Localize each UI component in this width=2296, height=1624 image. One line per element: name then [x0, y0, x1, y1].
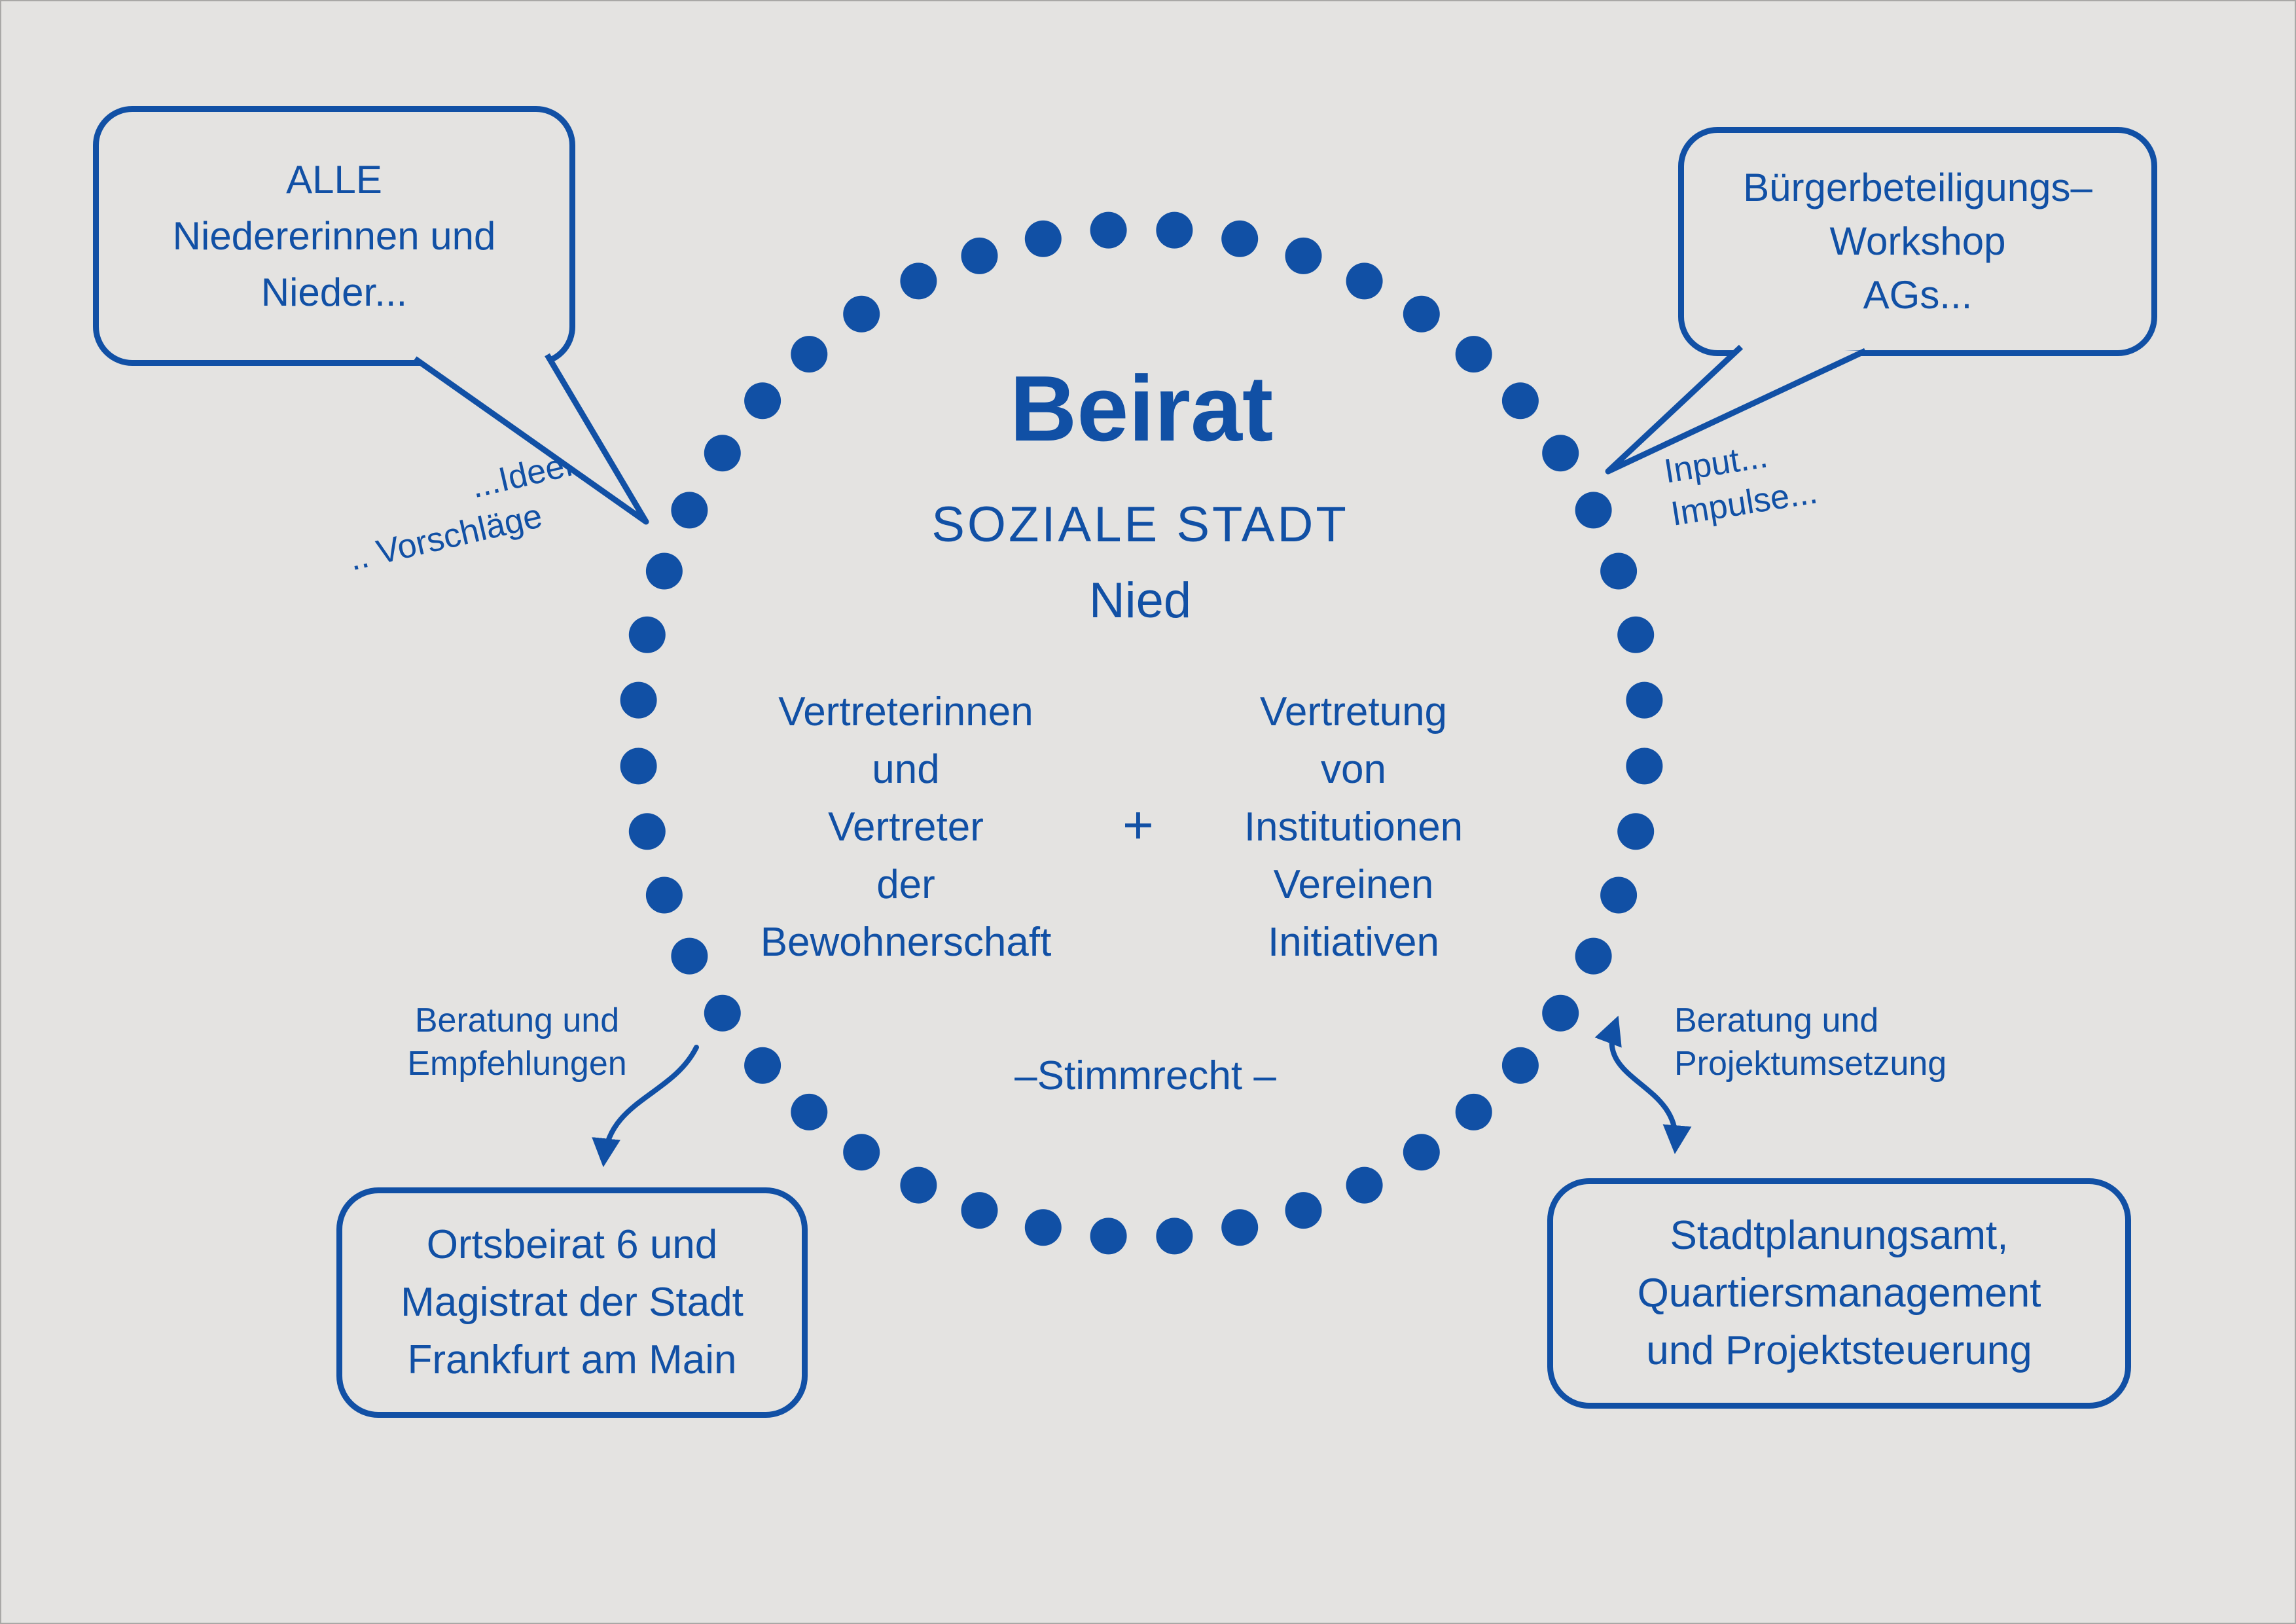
callout-line: und Projektsteuerung	[1646, 1328, 2032, 1373]
input-flow-label: Input... Impulse...	[1661, 427, 1820, 536]
callout-ortsbeirat-magistrat: Ortsbeirat 6 und Magistrat der Stadt Fra…	[336, 1187, 808, 1418]
ring-dot	[1575, 492, 1612, 529]
ring-dot	[671, 937, 708, 975]
ring-dot	[961, 237, 998, 274]
callout-line: Magistrat der Stadt	[401, 1280, 744, 1325]
diagram-title: Beirat	[1009, 357, 1274, 461]
callout-line: Stadtplanungsamt,	[1670, 1213, 2009, 1258]
group-line: Vertreterinnen	[778, 689, 1033, 734]
callout-line: Nieder...	[260, 270, 408, 314]
voting-right-note: –Stimmrecht –	[1014, 1053, 1276, 1098]
callout-line: Frankfurt am Main	[407, 1337, 737, 1382]
ring-dot	[704, 435, 741, 472]
ring-dot	[1221, 1209, 1259, 1246]
ring-dot	[1575, 937, 1612, 975]
ring-dot	[961, 1192, 998, 1229]
ring-dot	[628, 813, 666, 850]
advice-right-double-arrow-icon	[1594, 1015, 1692, 1155]
ring-dot	[900, 1166, 937, 1204]
ring-dot	[1542, 435, 1579, 472]
flow-line: Beratung und	[414, 1001, 620, 1039]
ring-dot	[1221, 220, 1259, 257]
ring-dot	[791, 336, 828, 373]
residents-representatives-group: Vertreterinnen und Vertreter der Bewohne…	[761, 683, 1052, 971]
ideas-flow-label: ...Ideen .. Vorschläge	[335, 441, 597, 581]
ring-dot	[1600, 876, 1638, 914]
ring-dot	[1285, 237, 1322, 274]
callout-line: Bürgerbeteiligungs–	[1743, 166, 2092, 209]
ring-dot	[1626, 748, 1663, 785]
callout-line: Quartiersmanagement	[1637, 1271, 2041, 1316]
ring-dot	[671, 492, 708, 529]
ring-dot	[744, 1047, 781, 1084]
callout-line: Workshop	[1829, 219, 2006, 263]
ring-dot	[1403, 1134, 1440, 1171]
diagram-subtitle-city: Nied	[1088, 573, 1192, 628]
flow-line: Empfehlungen	[407, 1045, 627, 1083]
ring-dot	[1090, 211, 1127, 249]
ring-dot	[620, 748, 657, 785]
callout-line: AGs...	[1863, 273, 1973, 317]
group-line: Vertretung	[1259, 689, 1448, 734]
ring-dot	[1156, 211, 1193, 249]
ring-dot	[704, 994, 741, 1032]
ring-dot	[843, 1134, 880, 1171]
institutions-representatives-group: Vertretung von Institutionen Vereinen In…	[1244, 683, 1463, 971]
group-line: der	[876, 862, 935, 907]
group-line: Initiativen	[1268, 920, 1439, 965]
ring-dot	[1501, 382, 1539, 420]
ring-dot	[1542, 994, 1579, 1032]
diagram-subtitle: SOZIALE STADT	[931, 497, 1349, 552]
ring-dot	[1024, 220, 1062, 257]
ring-dot	[1346, 1166, 1383, 1204]
advice-recommendations-label: Beratung und Empfehlungen	[393, 999, 641, 1085]
ring-dot	[1600, 552, 1638, 590]
ring-dot	[1090, 1218, 1127, 1255]
group-line: Bewohnerschaft	[760, 920, 1052, 965]
ring-dot	[1285, 1192, 1322, 1229]
callout-stadtplanungsamt: Stadtplanungsamt, Quartiersmanagement un…	[1547, 1178, 2131, 1409]
callout-line: Ortsbeirat 6 und	[426, 1222, 718, 1267]
ring-dot	[744, 382, 781, 420]
ring-dot	[1455, 1093, 1492, 1130]
group-line: Vertreter	[828, 804, 984, 850]
group-line: Institutionen	[1244, 804, 1463, 850]
group-line: von	[1321, 747, 1386, 792]
ring-dot	[1501, 1047, 1539, 1084]
ring-dot	[1403, 295, 1440, 333]
plus-sign: +	[1122, 795, 1154, 855]
ring-dot	[628, 616, 666, 653]
group-line: und	[872, 747, 940, 792]
ring-dot	[843, 295, 880, 333]
ring-dot	[1024, 1209, 1062, 1246]
ring-dot	[1346, 262, 1383, 300]
ring-dot	[620, 681, 657, 719]
ring-dot	[645, 876, 683, 914]
ring-dot	[1156, 1218, 1193, 1255]
callout-citizen-participation: Bürgerbeteiligungs– Workshop AGs...	[1678, 127, 2157, 356]
flow-line: Beratung und	[1674, 1001, 1879, 1039]
callout-all-residents: ALLE Niedererinnen und Nieder...	[93, 106, 575, 366]
ring-dot	[1455, 336, 1492, 373]
ring-dot	[900, 262, 937, 300]
ring-dot	[791, 1093, 828, 1130]
ring-dot	[1617, 813, 1655, 850]
flow-line: Projektumsetzung	[1674, 1045, 1947, 1083]
ring-dot	[1626, 681, 1663, 719]
ring-dot	[645, 552, 683, 590]
group-line: Vereinen	[1273, 862, 1434, 907]
advice-implementation-label: Beratung und Projektumsetzung	[1674, 999, 1946, 1085]
callout-line: ALLE	[286, 157, 382, 202]
callout-line: Niedererinnen und	[172, 213, 496, 258]
ring-dot	[1617, 616, 1655, 653]
